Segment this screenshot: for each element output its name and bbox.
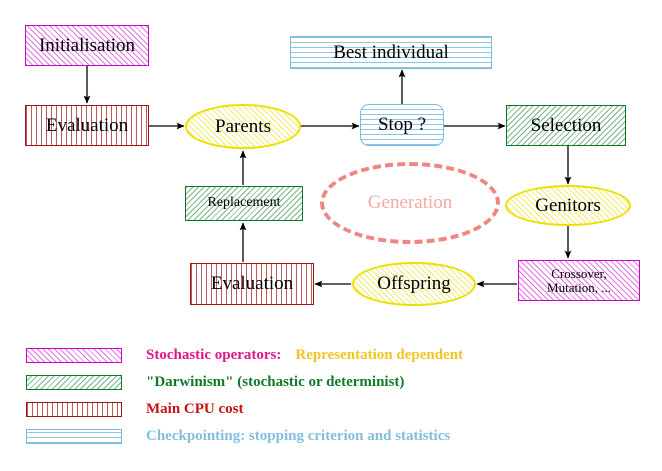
node-parents-label: Parents [215,115,271,137]
legend-row-checkpointing: Checkpointing: stopping criterion and st… [0,425,450,447]
node-stop-label: Stop ? [377,114,427,136]
node-evaluation-bottom-label: Evaluation [210,273,294,295]
legend-swatch-cpu-red [26,401,122,417]
node-offspring-label: Offspring [377,273,451,295]
node-crossover-mutation[interactable]: Crossover, Mutation, ... [518,260,640,301]
legend-label-checkpointing: Checkpointing: stopping criterion and st… [146,427,451,444]
legend-label-representation: Representation dependent [295,346,464,363]
node-replacement-label: Replacement [207,195,281,211]
node-crossover-mutation-label-line1: Crossover, [551,265,607,281]
legend-label-darwinism: "Darwinism" (stochastic or determinist) [146,373,405,390]
node-replacement[interactable]: Replacement [185,186,303,221]
legend-swatch-darwinism-green [26,374,122,390]
node-best-individual-label: Best individual [333,41,449,63]
node-parents[interactable]: Parents [185,104,301,149]
node-stop[interactable]: Stop ? [360,104,444,146]
legend-swatch-checkpoint-blue [26,428,122,444]
legend-row-darwinism: "Darwinism" (stochastic or determinist) [0,371,404,393]
node-genitors-label: Genitors [535,194,601,216]
node-selection-label: Selection [530,114,602,136]
node-initialisation-label: Initialisation [38,34,136,56]
legend-swatch-stochastic-magenta [26,347,122,363]
node-crossover-mutation-label-line2: Mutation, ... [547,279,611,295]
legend-row-stochastic: Stochastic operators: Representation dep… [0,344,463,366]
node-initialisation[interactable]: Initialisation [25,25,149,66]
legend: Stochastic operators: Representation dep… [0,338,662,471]
node-evaluation-bottom[interactable]: Evaluation [190,263,314,305]
node-evaluation-top-label: Evaluation [45,114,129,136]
node-generation-boundary: Generation [320,162,500,244]
node-genitors[interactable]: Genitors [505,185,631,226]
node-offspring[interactable]: Offspring [352,262,476,306]
node-evaluation-top[interactable]: Evaluation [25,105,149,146]
node-selection[interactable]: Selection [506,105,626,146]
node-best-individual[interactable]: Best individual [290,36,492,69]
node-generation-label: Generation [367,192,453,214]
legend-row-cpu: Main CPU cost [0,398,244,420]
legend-label-stochastic: Stochastic operators: [146,346,282,363]
legend-label-cpu: Main CPU cost [146,400,244,417]
